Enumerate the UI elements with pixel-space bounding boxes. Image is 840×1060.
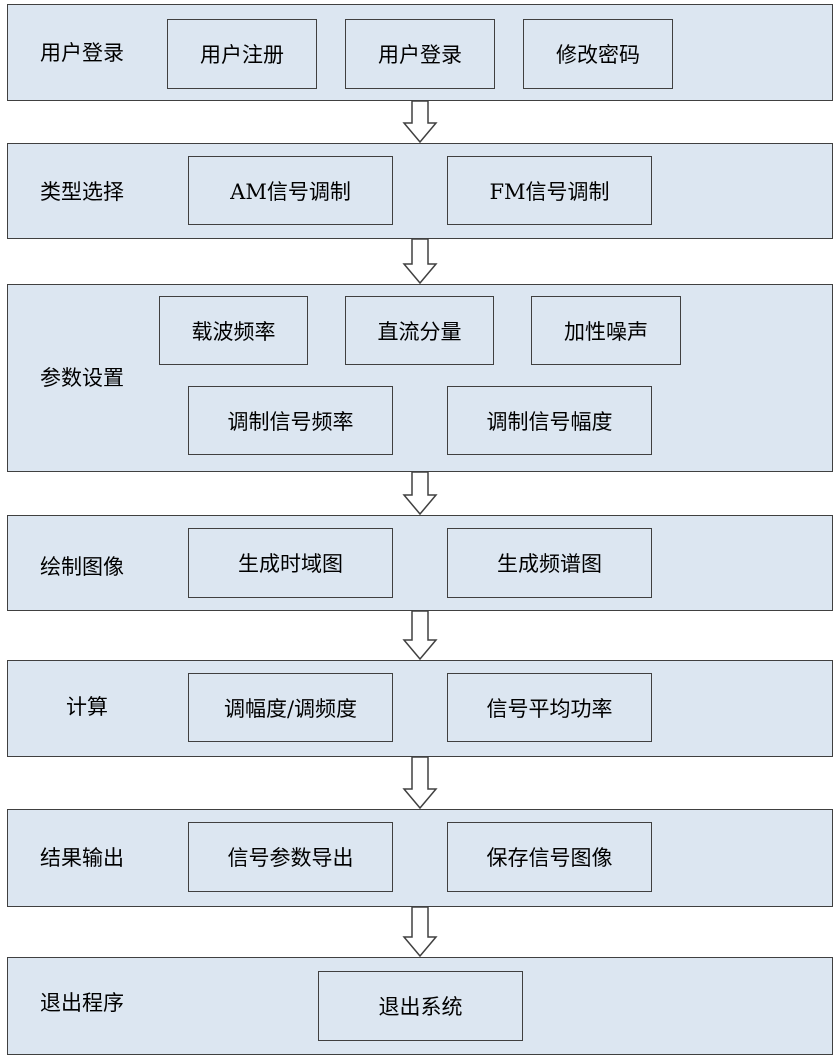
register-button[interactable]: 用户注册	[167, 19, 317, 89]
modulation-frequency-button[interactable]: 调制信号频率	[188, 386, 393, 455]
stage-label-plot: 绘制图像	[40, 555, 124, 579]
time-domain-plot-button[interactable]: 生成时域图	[188, 528, 393, 598]
stage-label-compute: 计算	[66, 695, 108, 719]
stage-label-type-select: 类型选择	[40, 180, 124, 204]
down-arrow-icon	[402, 611, 438, 660]
down-arrow-icon	[402, 101, 438, 143]
stage-type-select	[7, 143, 833, 239]
save-image-button[interactable]: 保存信号图像	[447, 822, 652, 892]
down-arrow-icon	[402, 757, 438, 809]
change-password-button[interactable]: 修改密码	[523, 19, 673, 89]
down-arrow-icon	[402, 907, 438, 957]
down-arrow-icon	[402, 472, 438, 515]
down-arrow-icon	[402, 239, 438, 284]
stage-label-login: 用户登录	[40, 41, 124, 65]
stage-label-parameters: 参数设置	[40, 366, 124, 390]
am-modulation-button[interactable]: AM信号调制	[188, 156, 393, 225]
stage-compute	[7, 660, 833, 757]
dc-component-button[interactable]: 直流分量	[345, 296, 494, 365]
spectrum-plot-button[interactable]: 生成频谱图	[447, 528, 652, 598]
stage-output	[7, 809, 833, 907]
modulation-amplitude-button[interactable]: 调制信号幅度	[447, 386, 652, 455]
average-power-button[interactable]: 信号平均功率	[447, 673, 652, 742]
login-button[interactable]: 用户登录	[345, 19, 495, 89]
fm-modulation-button[interactable]: FM信号调制	[447, 156, 652, 225]
modulation-index-button[interactable]: 调幅度/调频度	[188, 673, 393, 742]
additive-noise-button[interactable]: 加性噪声	[531, 296, 681, 365]
exit-system-button[interactable]: 退出系统	[318, 971, 523, 1041]
stage-plot	[7, 515, 833, 611]
stage-label-output: 结果输出	[40, 846, 124, 870]
carrier-frequency-button[interactable]: 载波频率	[159, 296, 308, 365]
stage-label-exit: 退出程序	[40, 991, 124, 1015]
export-parameters-button[interactable]: 信号参数导出	[188, 822, 393, 892]
